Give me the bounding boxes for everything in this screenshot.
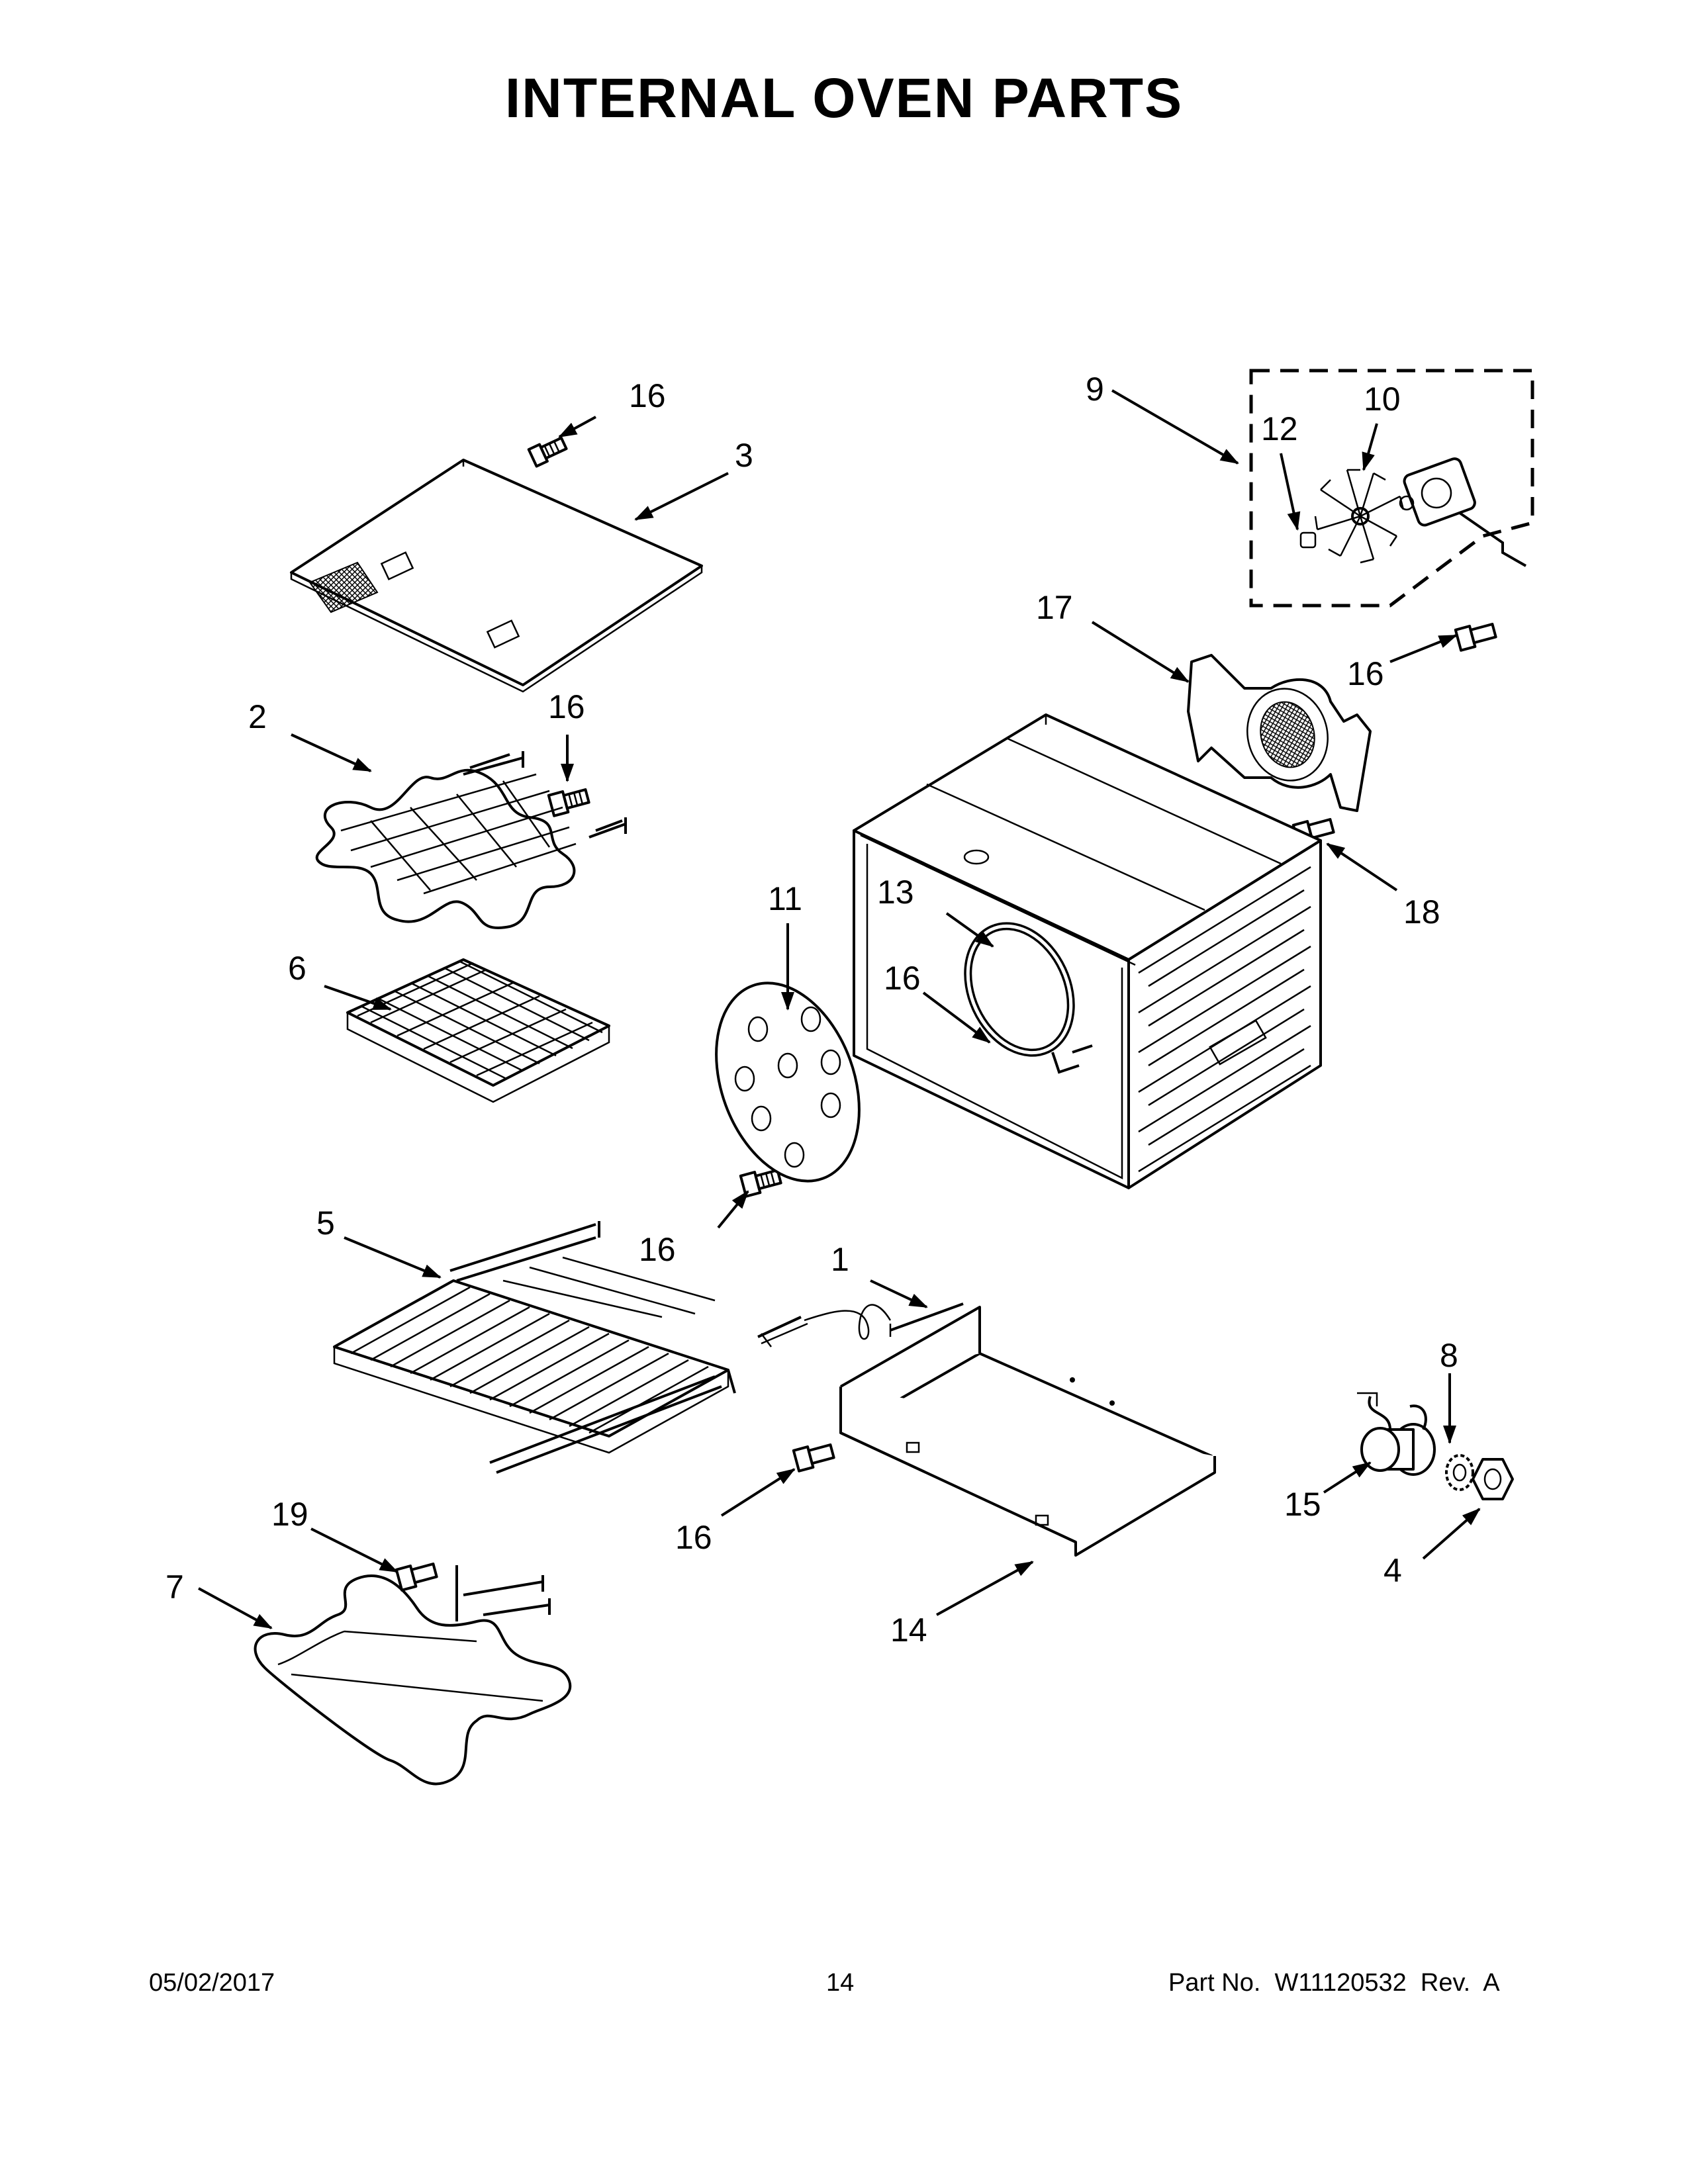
callout-4: 4 — [1383, 1552, 1402, 1589]
fan-shroud — [1187, 654, 1372, 812]
screw-top-panel — [527, 436, 568, 468]
callout-16: 16 — [675, 1519, 712, 1556]
callout-14: 14 — [890, 1612, 927, 1649]
callout-2: 2 — [248, 698, 267, 735]
oven-rack — [346, 958, 610, 1103]
callout-16: 16 — [1347, 655, 1384, 692]
callout-13: 13 — [877, 874, 914, 911]
callout-16: 16 — [639, 1231, 676, 1268]
callout-8: 8 — [1440, 1337, 1458, 1374]
callout-6: 6 — [288, 950, 306, 987]
callout-15: 15 — [1284, 1486, 1321, 1523]
callout-7: 7 — [165, 1569, 184, 1606]
sliding-rack — [333, 1221, 736, 1474]
fan-baffle — [715, 981, 861, 1183]
callout-5: 5 — [316, 1205, 335, 1242]
temperature-sensor — [757, 1302, 964, 1347]
callout-labels: 16 3 9 10 12 17 16 2 16 18 11 13 6 16 5 … — [165, 371, 1458, 1649]
fan-motor-assembly — [1249, 369, 1534, 608]
callout-19: 19 — [271, 1496, 308, 1533]
lock-washer — [1445, 1454, 1474, 1491]
bottom-cover — [839, 1306, 1216, 1557]
callout-16: 16 — [548, 688, 585, 725]
callout-11: 11 — [768, 880, 802, 917]
leader-lines — [198, 389, 1481, 1629]
screw-fan-motor — [1454, 623, 1497, 652]
convection-element — [964, 922, 1093, 1074]
screw-bake-element — [395, 1563, 438, 1592]
callout-12: 12 — [1261, 410, 1298, 447]
callout-10: 10 — [1364, 381, 1401, 418]
footer-page-number: 14 — [826, 1969, 855, 1997]
footer-date: 05/02/2017 — [149, 1969, 275, 1997]
footer-part-number: Part No. W11120532 Rev. A — [1168, 1969, 1500, 1997]
page-title: INTERNAL OVEN PARTS — [504, 67, 1184, 129]
screw-broil-element — [547, 788, 590, 817]
top-panel — [290, 459, 703, 693]
hex-nut — [1472, 1458, 1514, 1500]
callout-9: 9 — [1086, 371, 1104, 408]
screw-bottom-cover — [792, 1443, 835, 1473]
callout-17: 17 — [1036, 589, 1073, 626]
callout-16: 16 — [884, 960, 921, 997]
callout-16: 16 — [629, 377, 666, 414]
broil-element — [315, 751, 627, 929]
callout-3: 3 — [735, 437, 753, 474]
callout-1: 1 — [831, 1241, 849, 1278]
oven-cavity — [853, 713, 1322, 1189]
bake-element — [254, 1565, 572, 1786]
callout-18: 18 — [1403, 893, 1440, 931]
thermal-switch — [1357, 1392, 1436, 1476]
